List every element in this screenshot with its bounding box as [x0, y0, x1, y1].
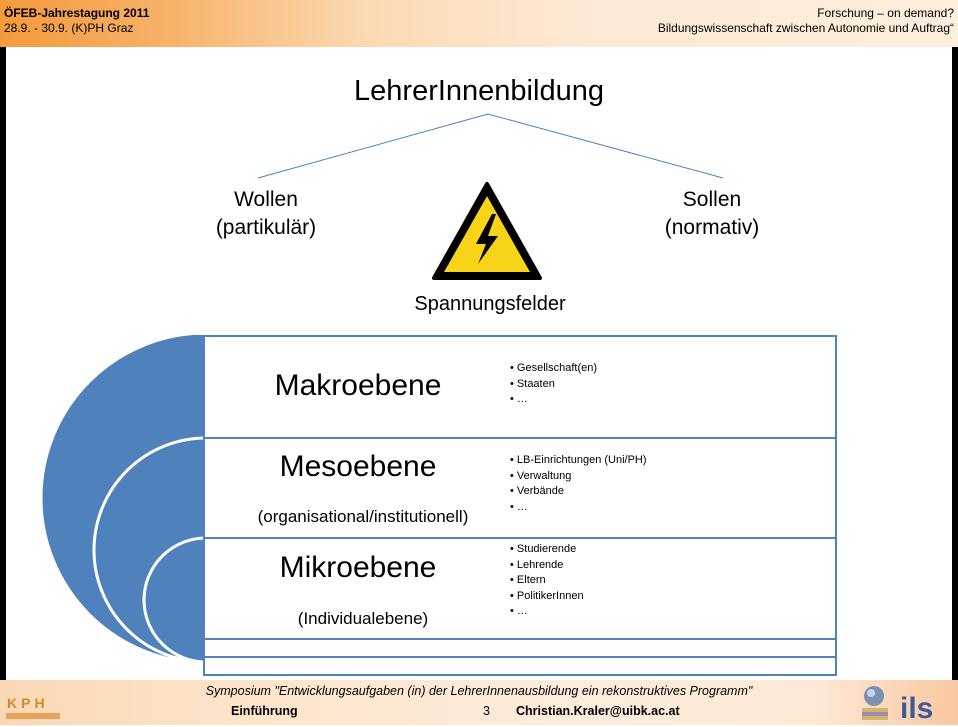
sollen-qualifier: (normativ): [664, 216, 760, 239]
frame-right-border: [952, 47, 958, 680]
sollen-text: Sollen: [682, 188, 742, 211]
kph-logo-text: KPH: [7, 695, 49, 711]
page-number: 3: [483, 704, 490, 718]
connector-line-right: [487, 113, 724, 179]
ils-logo-text: ils: [900, 692, 933, 722]
meso-bullet-list: LB-Einrichtungen (Uni/PH) Verwaltung Ver…: [510, 453, 647, 515]
event-title: ÖFEB-Jahrestagung 2011: [4, 6, 150, 20]
topic-line-2: Bildungswissenschaft zwischen Autonomie …: [657, 21, 954, 35]
list-item: …: [510, 392, 597, 408]
meso-subtitle: (organisational/institutionell): [257, 507, 469, 526]
list-item: …: [510, 604, 584, 620]
sollen-label: Sollen (normativ): [652, 186, 772, 242]
list-item: Verwaltung: [510, 469, 647, 485]
micro-level-circle: [142, 536, 206, 664]
topic-info: Forschung – on demand? Bildungswissensch…: [658, 6, 954, 36]
meso-title: Mesoebene: [279, 450, 437, 483]
connector-line-left: [257, 113, 489, 179]
slide-header: ÖFEB-Jahrestagung 2011 28.9. - 30.9. (K)…: [0, 0, 958, 47]
diagram-title: LehrerInnenbildung: [354, 75, 604, 107]
slide-footer: Symposium "Entwicklungsaufgaben (in) der…: [0, 680, 958, 725]
makro-bullet-list: Gesellschaft(en) Staaten …: [510, 361, 597, 408]
wollen-text: Wollen: [234, 188, 298, 211]
list-item: Studierende: [510, 542, 584, 558]
list-item: …: [510, 500, 647, 516]
list-item: LB-Einrichtungen (Uni/PH): [510, 453, 647, 469]
kph-logo: KPH: [6, 688, 60, 720]
ils-logo: ils: [860, 684, 958, 725]
topic-line-1: Forschung – on demand?: [817, 6, 954, 20]
list-item: PolitikerInnen: [510, 589, 584, 605]
wollen-label: Wollen (partikulär): [206, 186, 326, 242]
mikro-bullet-list: Studierende Lehrende Eltern PolitikerInn…: [510, 542, 584, 620]
mikro-subtitle: (Individualebene): [297, 609, 429, 628]
author-email: Christian.Kraler@uibk.ac.at: [516, 704, 680, 718]
event-info: ÖFEB-Jahrestagung 2011 28.9. - 30.9. (K)…: [4, 6, 149, 36]
list-item: Lehrende: [510, 558, 584, 574]
kph-logo-bar: [6, 713, 60, 719]
event-date: 28.9. - 30.9. (K)PH Graz: [4, 21, 134, 35]
list-item: Verbände: [510, 484, 647, 500]
frame-left-border: [0, 47, 6, 680]
high-voltage-warning-icon: [432, 182, 542, 280]
makro-title: Makroebene: [274, 369, 442, 402]
mikro-title: Mikroebene: [279, 551, 437, 584]
wollen-qualifier: (partikulär): [215, 216, 317, 239]
symposium-title: Symposium "Entwicklungsaufgaben (in) der…: [205, 684, 753, 698]
list-item: Gesellschaft(en): [510, 361, 597, 377]
section-label: Einführung: [231, 704, 298, 718]
spannungsfelder-label: Spannungsfelder: [414, 293, 566, 315]
extra-band-2: [203, 656, 837, 676]
ils-logo-graphic: ils: [862, 686, 933, 725]
list-item: Eltern: [510, 573, 584, 589]
extra-band-1: [203, 638, 837, 658]
list-item: Staaten: [510, 377, 597, 393]
